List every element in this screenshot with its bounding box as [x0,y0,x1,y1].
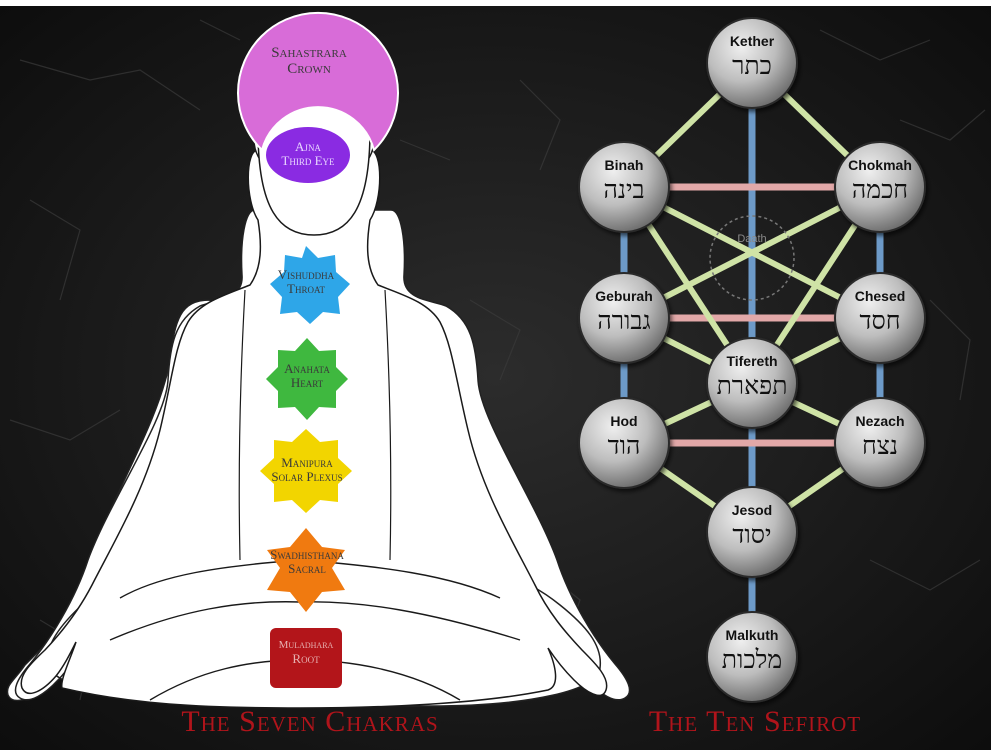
chakra-label-heart: Anahata Heart [255,362,359,389]
sefira-chokmah [834,141,926,233]
sefira-label-kether: Kether כתר [707,33,797,81]
chakra-name: Muladhara [278,639,334,651]
chakra-name: Sahastrara [271,45,347,61]
chakra-sub: Throat [287,280,325,296]
chakra-label-third-eye: Ajna Third Eye [262,140,354,167]
chakra-root [270,628,342,688]
sefira-hebrew: חכמה [851,175,909,204]
sefira-label-chokmah: Chokmah חכמה [835,157,925,205]
sefira-hebrew: כתר [732,51,772,80]
daath-circle [709,215,795,301]
sefira-name: Chesed [854,288,906,304]
sefira-label-chesed: Chesed חסד [835,288,925,336]
path-chokmah-geburah [622,184,882,321]
chakra-sub: Crown [287,60,331,77]
chakra-sub: Sacral [288,560,326,576]
chakra-name: Manipura [281,455,333,470]
sefira-name: Geburah [595,288,653,304]
sefira-hebrew: נצח [861,431,899,460]
sefira-geburah [578,272,670,364]
chakra-third-eye [266,127,350,183]
sefira-hod [578,397,670,489]
sefira-label-geburah: Geburah גבורה [579,288,669,336]
sefira-nezach [834,397,926,489]
chakra-crown [237,11,399,152]
chakra-label-root: Muladhara Root [258,639,354,666]
top-bar [0,0,991,6]
chakra-label-crown: Sahastrara Crown [250,45,368,78]
chakra-name: Swadhisthana [270,547,344,562]
chakra-label-sacral: Swadhisthana Sacral [244,548,370,575]
chakras-title: The Seven Chakras [181,705,439,738]
chakra-sub: Third Eye [281,152,335,168]
daath-label: Daath [737,233,766,245]
sefira-label-binah: Binah בינה [579,157,669,205]
chakra-throat [270,246,350,324]
sefira-name: Jesod [731,502,773,518]
sefira-binah [578,141,670,233]
chakra-sub: Solar Plexus [271,468,343,484]
sefira-jesod [706,486,798,578]
chakra-label-throat: Vishuddha Throat [250,268,362,295]
sefira-chesed [834,272,926,364]
sefirot-title: The Ten Sefirot [648,705,862,738]
chakra-name: Anahata [284,361,330,376]
sefira-hebrew: תפארת [716,371,788,400]
sefira-name: Malkuth [725,627,779,643]
chakra-name: Vishuddha [277,267,335,282]
sefira-label-malkuth: Malkuth מלכות [707,627,797,675]
chakra-sub: Root [292,650,320,666]
sefira-hebrew: בינה [603,175,645,204]
crown-halo [237,11,399,152]
sefira-hebrew: יסוד [732,520,772,549]
sefira-kether [706,17,798,109]
sefirot-nodes [578,17,926,703]
chakra-solar-plexus [260,429,352,513]
chakra-label-solar-plexus: Manipura Solar Plexus [244,456,370,483]
sefira-hebrew: חסד [859,306,901,335]
sefira-hebrew: מלכות [721,645,783,674]
sefira-tifereth [706,337,798,429]
sefira-malkuth [706,611,798,703]
sefira-name: Kether [729,33,775,49]
sefira-name: Tifereth [726,353,778,369]
sefira-label-jesod: Jesod יסוד [707,502,797,550]
sefira-name: Hod [610,413,638,429]
chakra-sub: Heart [290,374,324,390]
sefira-hebrew: הוד [607,431,641,460]
sefira-label-tifereth: Tifereth תפארת [707,353,797,401]
sefira-name: Chokmah [848,157,912,173]
sefira-name: Nezach [855,413,905,429]
sefira-name: Binah [604,157,644,173]
sefira-label-nezach: Nezach נצח [835,413,925,461]
sefira-hebrew: גבורה [597,306,651,335]
chakra-sacral [267,528,345,612]
chakra-name: Ajna [295,139,321,154]
sefira-label-hod: Hod הוד [579,413,669,461]
chakra-heart [266,338,348,420]
